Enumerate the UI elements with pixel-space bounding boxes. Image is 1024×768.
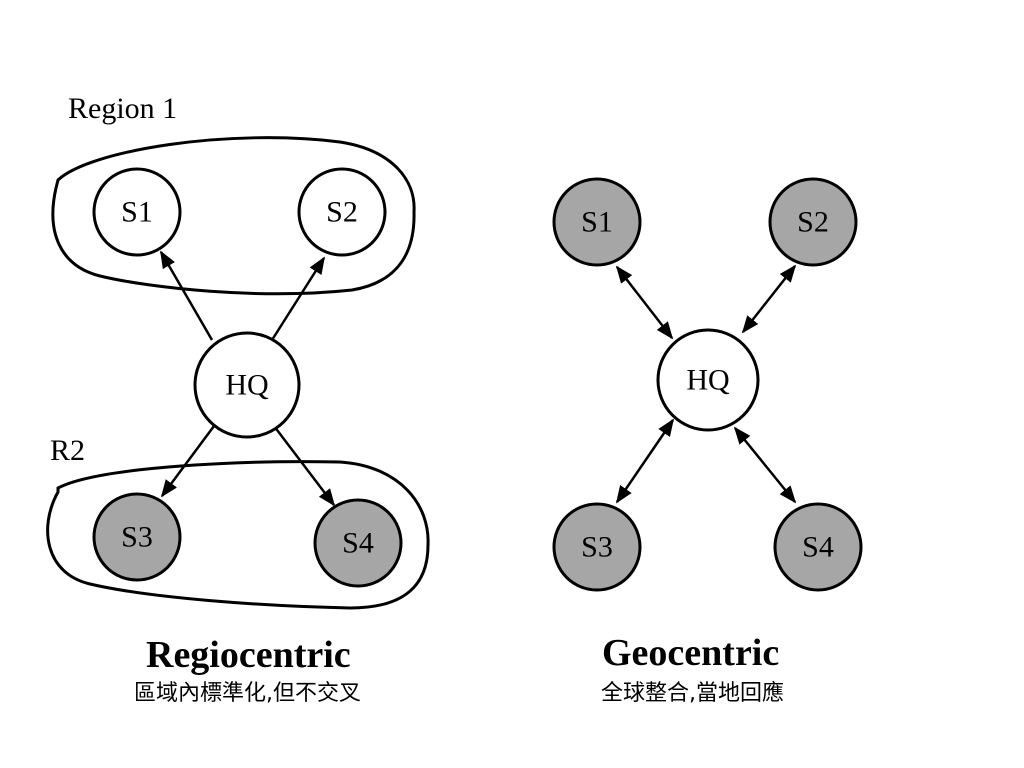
node-s1 — [92, 167, 182, 257]
region2-label: R2 — [50, 434, 85, 467]
node-s2 — [768, 177, 858, 267]
arrow-hq-s3 — [160, 425, 216, 498]
regiocentric-title: Regiocentric — [146, 634, 351, 676]
node-s1-label: S1 — [581, 206, 613, 239]
node-s4-label: S4 — [802, 531, 834, 564]
region1-boundary — [51, 136, 416, 296]
region2-boundary — [46, 460, 430, 610]
regiocentric-diagram: Region 1 R2 S1 S2 HQ S3 S4 Regiocentric … — [46, 92, 430, 706]
node-s1 — [552, 177, 642, 267]
node-s3 — [552, 502, 642, 592]
arrow-hq-s3-bidirectional — [615, 418, 675, 504]
node-hq-label: HQ — [686, 364, 730, 397]
regiocentric-subtitle: 區域內標準化,但不交叉 — [134, 681, 361, 706]
node-hq — [193, 331, 301, 439]
node-s2-label: S2 — [326, 196, 358, 229]
geocentric-diagram: S1 S2 HQ S3 S4 Geocentric 全球整合,當地回應 — [552, 177, 863, 706]
node-s2-label: S2 — [797, 206, 829, 239]
geocentric-title: Geocentric — [602, 632, 779, 674]
geocentric-subtitle: 全球整合,當地回應 — [601, 680, 784, 706]
arrow-hq-s1 — [159, 250, 214, 341]
node-s1-label: S1 — [121, 196, 153, 229]
node-hq-label: HQ — [225, 369, 269, 402]
node-hq — [656, 328, 760, 432]
node-s3-label: S3 — [581, 531, 613, 564]
arrow-hq-s4-bidirectional — [733, 426, 797, 504]
node-s4-label: S4 — [342, 527, 374, 560]
arrow-hq-s2 — [270, 256, 326, 341]
node-s2 — [297, 167, 387, 257]
arrow-hq-s4 — [273, 425, 336, 507]
arrow-hq-s2-bidirectional — [741, 264, 797, 334]
node-s3-label: S3 — [121, 521, 153, 554]
node-s4 — [773, 502, 863, 592]
arrow-hq-s1-bidirectional — [615, 265, 674, 340]
node-s3 — [92, 492, 182, 582]
region1-label: Region 1 — [68, 92, 177, 125]
node-s4 — [313, 498, 403, 588]
